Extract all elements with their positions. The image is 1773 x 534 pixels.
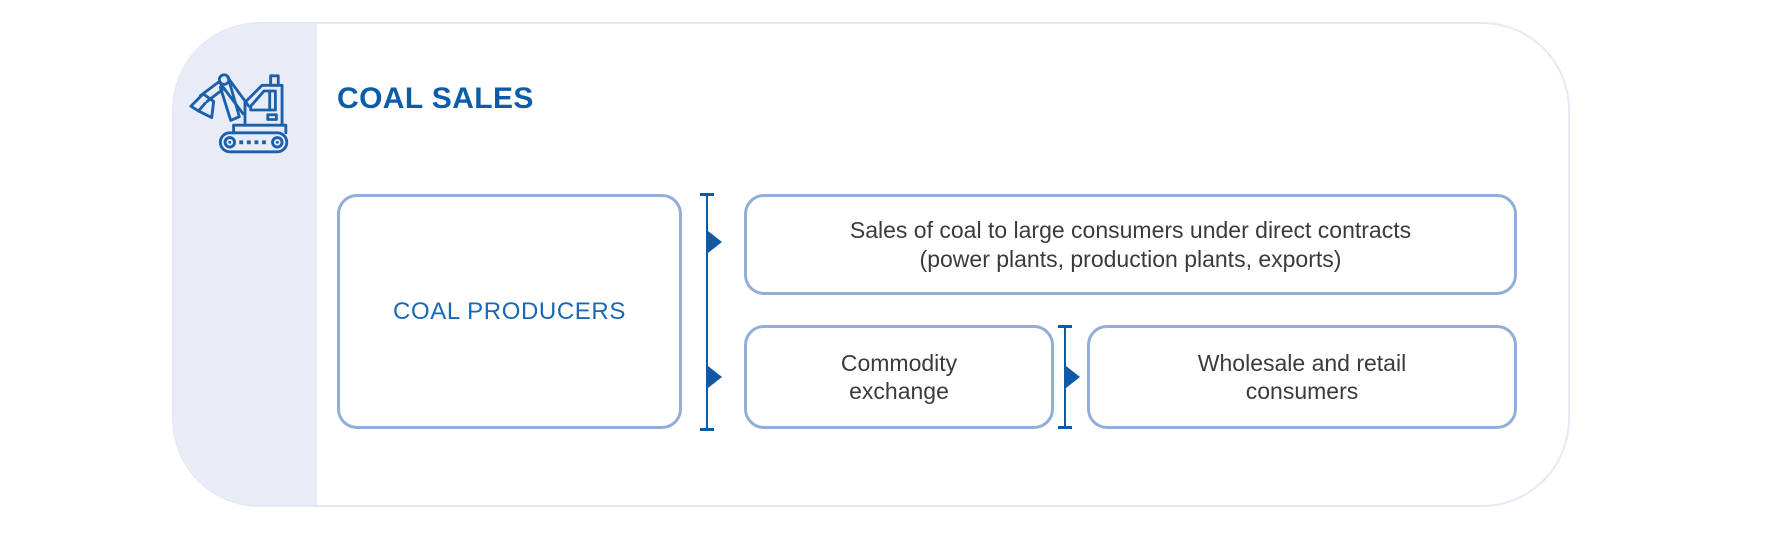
connector-cap-top bbox=[700, 193, 714, 196]
connector-cap-bottom bbox=[700, 428, 714, 431]
connector-cap-bottom bbox=[1058, 426, 1072, 429]
arrow-right-icon bbox=[1066, 366, 1080, 388]
producers-box: COAL PRODUCERS bbox=[337, 194, 682, 429]
wholesale-consumers-box: Wholesale and retail consumers bbox=[1087, 325, 1517, 429]
commodity-line2: exchange bbox=[849, 378, 949, 404]
direct-sales-line2: (power plants, production plants, export… bbox=[919, 245, 1342, 272]
coal-sales-card: COAL SALES COAL PRODUCERS Sales of coal … bbox=[172, 22, 1570, 507]
wholesale-line2: consumers bbox=[1245, 378, 1359, 404]
exchange-connector bbox=[1058, 325, 1080, 429]
excavator-icon bbox=[188, 62, 302, 158]
wholesale-line1: Wholesale and retail bbox=[1197, 349, 1407, 376]
direct-sales-box: Sales of coal to large consumers under d… bbox=[744, 194, 1517, 295]
arrow-right-icon bbox=[708, 366, 722, 388]
commodity-exchange-box: Commodity exchange bbox=[744, 325, 1054, 429]
connector-cap-top bbox=[1058, 325, 1072, 328]
commodity-line1: Commodity bbox=[840, 349, 958, 376]
arrow-right-icon bbox=[708, 231, 722, 253]
side-strip bbox=[174, 24, 317, 505]
producers-label: COAL PRODUCERS bbox=[393, 297, 626, 325]
direct-sales-line1: Sales of coal to large consumers under d… bbox=[849, 217, 1412, 244]
section-title: COAL SALES bbox=[337, 82, 534, 115]
split-connector bbox=[700, 193, 722, 431]
